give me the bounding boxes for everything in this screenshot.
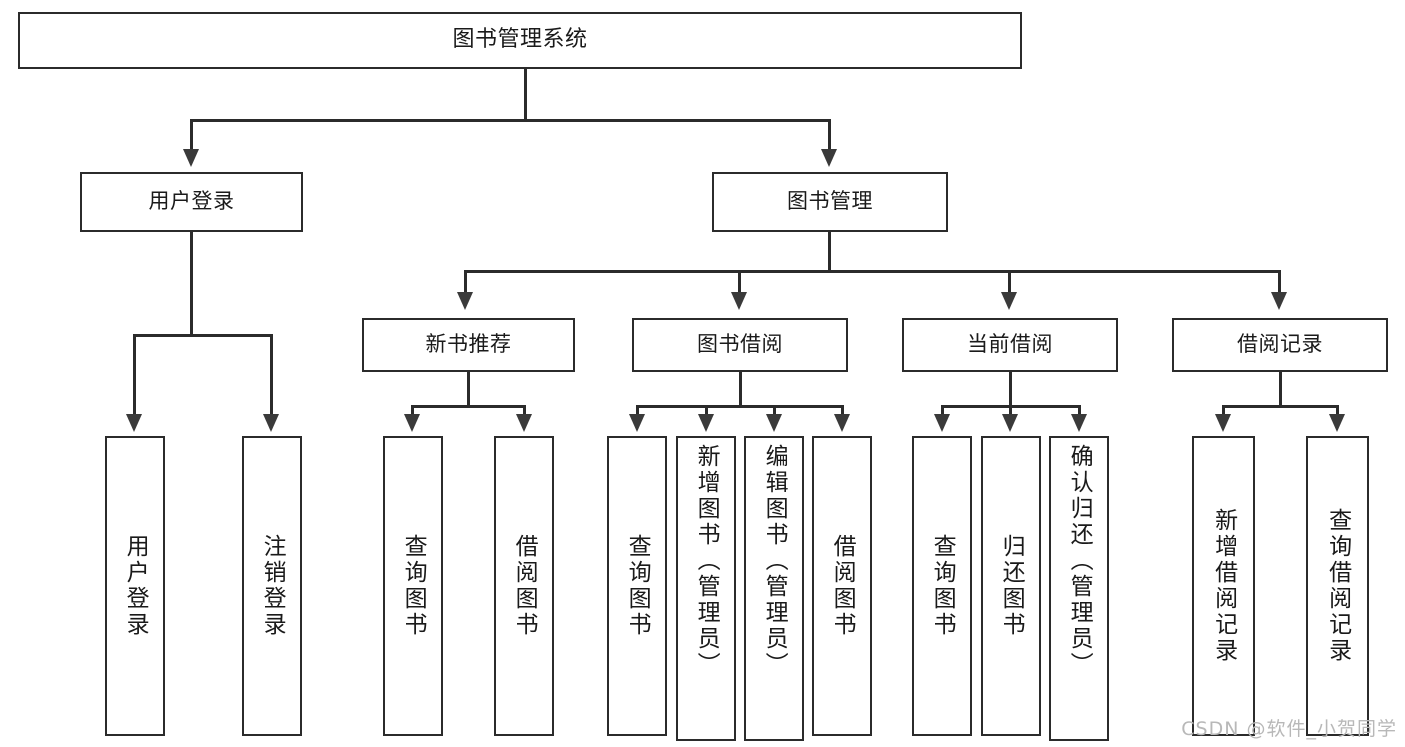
connector-cb-c1 — [941, 405, 944, 416]
connector-book-manage-stem — [828, 232, 831, 272]
connector-bb-c3 — [773, 405, 776, 416]
csdn-watermark: CSDN @软件_小贺同学 — [1181, 718, 1397, 740]
node-root-system[interactable]: 图书管理系统 — [18, 12, 1022, 69]
node-label: 借阅图书 — [829, 534, 856, 638]
leaf-edit-book[interactable]: 编辑图书（管理员） — [744, 436, 804, 741]
connector-root-bar — [190, 119, 830, 122]
node-label: 查询图书 — [624, 534, 651, 638]
node-label: 新增借阅记录 — [1210, 508, 1237, 664]
connector-bm-to-borrow-record — [1278, 270, 1281, 294]
node-label: 借阅记录 — [1237, 332, 1323, 357]
connector-user-login-stem — [190, 232, 193, 336]
connector-cb-c2 — [1009, 405, 1012, 416]
connector-book-borrow-stem — [739, 372, 742, 407]
arrowhead-query-book-2 — [629, 414, 645, 432]
leaf-query-book-2[interactable]: 查询图书 — [607, 436, 667, 736]
arrowhead-book-borrow — [731, 292, 747, 310]
leaf-return-book[interactable]: 归还图书 — [981, 436, 1041, 736]
connector-bm-to-current-borrow — [1008, 270, 1011, 294]
connector-root-stem — [524, 69, 527, 120]
arrowhead-root-to-user-login — [183, 149, 199, 167]
node-label: 图书管理 — [787, 189, 873, 214]
node-label: 图书借阅 — [697, 332, 783, 357]
node-user-login[interactable]: 用户登录 — [80, 172, 303, 232]
connector-new-book-bar — [411, 405, 525, 408]
arrowhead-query-book-1 — [404, 414, 420, 432]
arrowhead-add-book — [698, 414, 714, 432]
arrowhead-borrow-record — [1271, 292, 1287, 310]
leaf-confirm-return[interactable]: 确认归还（管理员） — [1049, 436, 1109, 741]
connector-bm-to-new-book — [464, 270, 467, 294]
node-label: 查询图书 — [400, 534, 427, 638]
connector-bm-to-book-borrow — [738, 270, 741, 294]
arrowhead-borrow-book-1 — [516, 414, 532, 432]
connector-root-to-user-login — [190, 119, 193, 151]
connector-new-book-stem — [467, 372, 470, 407]
arrowhead-current-borrow — [1001, 292, 1017, 310]
leaf-logout-login[interactable]: 注销登录 — [242, 436, 302, 736]
connector-user-login-c1 — [133, 334, 136, 416]
node-label: 当前借阅 — [967, 332, 1053, 357]
node-book-manage[interactable]: 图书管理 — [712, 172, 948, 232]
connector-bb-c1 — [636, 405, 639, 416]
arrowhead-edit-book — [766, 414, 782, 432]
node-label: 用户登录 — [122, 534, 149, 638]
leaf-query-book-3[interactable]: 查询图书 — [912, 436, 972, 736]
arrowhead-new-book-recommend — [457, 292, 473, 310]
connector-br-c1 — [1222, 405, 1225, 416]
node-label: 编辑图书（管理员） — [761, 444, 788, 678]
node-label: 图书管理系统 — [452, 27, 588, 53]
leaf-query-record[interactable]: 查询借阅记录 — [1306, 436, 1369, 736]
connector-current-borrow-stem — [1009, 372, 1012, 407]
node-label: 用户登录 — [148, 189, 235, 214]
node-label: 归还图书 — [998, 534, 1025, 638]
node-book-borrow[interactable]: 图书借阅 — [632, 318, 848, 372]
connector-nb-c1 — [411, 405, 414, 416]
connector-nb-c2 — [523, 405, 526, 416]
node-new-book-recommend[interactable]: 新书推荐 — [362, 318, 575, 372]
connector-book-manage-bar — [464, 270, 1280, 273]
leaf-add-book[interactable]: 新增图书（管理员） — [676, 436, 736, 741]
node-label: 新增图书（管理员） — [693, 444, 720, 678]
arrowhead-query-book-3 — [934, 414, 950, 432]
node-label: 确认归还（管理员） — [1066, 444, 1093, 678]
leaf-borrow-book-2[interactable]: 借阅图书 — [812, 436, 872, 736]
arrowhead-leaf-logout-login — [263, 414, 279, 432]
leaf-borrow-book-1[interactable]: 借阅图书 — [494, 436, 554, 736]
arrowhead-leaf-user-login — [126, 414, 142, 432]
leaf-query-book-1[interactable]: 查询图书 — [383, 436, 443, 736]
arrowhead-root-to-book-manage — [821, 149, 837, 167]
connector-cb-c3 — [1078, 405, 1081, 416]
arrowhead-confirm-return — [1071, 414, 1087, 432]
connector-br-c2 — [1336, 405, 1339, 416]
node-current-borrow[interactable]: 当前借阅 — [902, 318, 1118, 372]
leaf-user-login[interactable]: 用户登录 — [105, 436, 165, 736]
node-label: 借阅图书 — [511, 534, 538, 638]
node-label: 查询图书 — [929, 534, 956, 638]
node-label: 新书推荐 — [425, 332, 512, 357]
node-label: 查询借阅记录 — [1324, 508, 1351, 664]
connector-bb-c2 — [705, 405, 708, 416]
node-borrow-record[interactable]: 借阅记录 — [1172, 318, 1388, 372]
arrowhead-return-book — [1002, 414, 1018, 432]
connector-borrow-record-stem — [1279, 372, 1282, 407]
connector-root-to-book-manage — [828, 119, 831, 151]
connector-borrow-record-bar — [1222, 405, 1338, 408]
leaf-add-record[interactable]: 新增借阅记录 — [1192, 436, 1255, 736]
node-label: 注销登录 — [259, 534, 286, 638]
arrowhead-query-record — [1329, 414, 1345, 432]
arrowhead-add-record — [1215, 414, 1231, 432]
connector-user-login-bar — [133, 334, 272, 337]
arrowhead-borrow-book-2 — [834, 414, 850, 432]
connector-user-login-c2 — [270, 334, 273, 416]
connector-bb-c4 — [841, 405, 844, 416]
connector-book-borrow-bar — [636, 405, 843, 408]
